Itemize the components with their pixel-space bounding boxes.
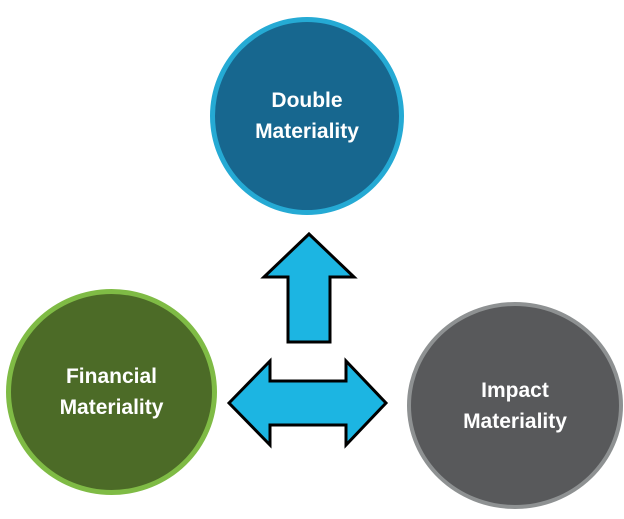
node-impact-materiality: Impact Materiality (407, 302, 623, 509)
node-label-line2: Materiality (463, 409, 567, 433)
node-label-line2: Materiality (59, 396, 164, 419)
node-label-line2: Materiality (255, 120, 359, 143)
node-label-line1: Financial (65, 365, 158, 388)
node-label-line1: Double (271, 89, 343, 112)
node-financial-materiality: Financial Materiality (6, 289, 217, 495)
node-label-line1: Impact (481, 378, 549, 402)
up-arrow-icon (260, 231, 358, 344)
double-headed-arrow-icon (226, 357, 389, 449)
node-double-materiality: Double Materiality (210, 17, 404, 215)
